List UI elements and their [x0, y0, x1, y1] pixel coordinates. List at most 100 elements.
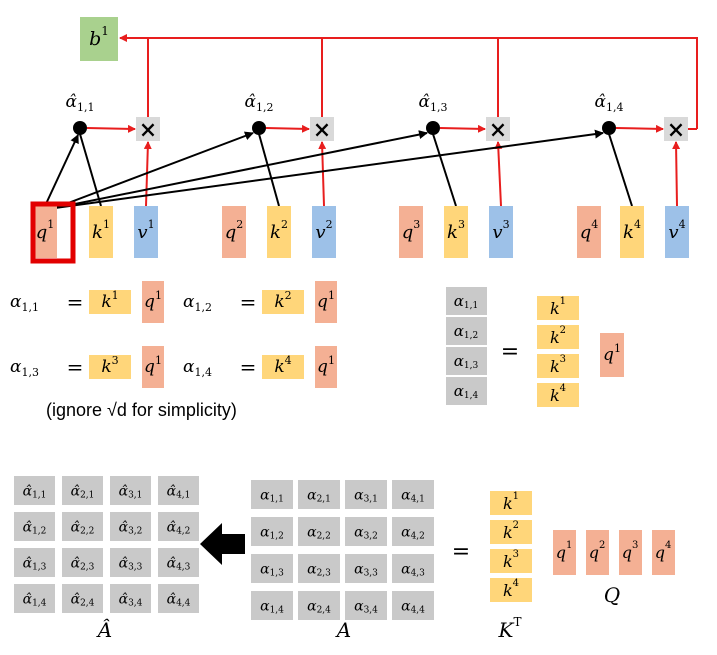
ahat-cell-1-3: [110, 476, 151, 505]
vector-alpha-label-3: α1,3: [454, 352, 479, 371]
score-to-multiply-3: [439, 124, 486, 133]
key-box-2: [267, 206, 291, 258]
matrix-equals: =: [452, 540, 470, 565]
value-box-3: [489, 206, 513, 258]
a-cell-1-1: [251, 480, 293, 509]
q-label-1: q1: [556, 540, 573, 562]
vector-alpha-cell-3: [446, 347, 487, 375]
ahat-label-2-3: α̂3,2: [119, 520, 143, 537]
equation-key-label-1: k1: [101, 289, 118, 313]
ahat-label-2-4: α̂4,2: [167, 520, 191, 537]
vector-alpha-cell-4: [446, 377, 487, 405]
a-cell-3-1: [251, 554, 293, 583]
vector-query-box: [600, 333, 624, 377]
ahat-cell-1-1: [14, 476, 55, 505]
vector-alpha-label-4: α1,4: [454, 382, 479, 401]
query-to-score-3: [54, 130, 428, 209]
q-label-2: q2: [589, 540, 606, 562]
query-to-score-1: [44, 134, 79, 207]
key-label-3: k3: [447, 218, 465, 243]
key-to-score-1: [79, 133, 102, 207]
vector-alpha-label-1: α1,1: [454, 292, 478, 311]
vector-key-cell-4: [537, 383, 579, 407]
equation-query-box-2: [315, 281, 337, 323]
equation-query-label-3: q1: [144, 354, 162, 378]
vector-alpha-cell-1: [446, 287, 487, 315]
ahat-cell-3-3: [110, 548, 151, 577]
equation-query-label-4: q1: [317, 354, 335, 378]
vector-key-cell-2: [537, 325, 579, 349]
value-label-1: v1: [137, 218, 154, 243]
key-to-score-4: [608, 133, 633, 207]
ahat-label-4-3: α̂3,4: [119, 592, 143, 609]
score-to-multiply-2: [265, 124, 310, 133]
attention-score-dot-2: [252, 121, 266, 135]
multiply-box-2: [310, 117, 334, 141]
attention-score-dot-3: [426, 121, 440, 135]
q-cell-2: [586, 530, 609, 575]
multiply-box-1: [136, 117, 160, 141]
equation-lhs-4: α1,4: [183, 357, 212, 379]
vector-equals: =: [501, 340, 519, 365]
a-label-2-1: α1,2: [260, 525, 284, 542]
a-label-2-3: α3,2: [354, 525, 378, 542]
ahat-cell-2-4: [158, 512, 199, 541]
a-cell-2-1: [251, 517, 293, 546]
ahat-cell-2-3: [110, 512, 151, 541]
equation-key-box-3: [89, 355, 131, 379]
a-label-4-4: α4,4: [401, 599, 425, 616]
a-cell-4-4: [392, 591, 434, 620]
a-cell-2-2: [298, 517, 340, 546]
a-cell-2-3: [345, 517, 387, 546]
ahat-label-1-3: α̂3,1: [119, 484, 143, 501]
query-label-3: q3: [402, 218, 421, 243]
kt-cell-1: [490, 491, 532, 515]
query-box-2: [222, 206, 246, 258]
ahat-label-1-4: α̂4,1: [167, 484, 191, 501]
vector-key-label-3: k3: [550, 354, 566, 376]
ahat-cell-3-4: [158, 548, 199, 577]
key-label-4: k4: [623, 218, 641, 243]
a-cell-3-3: [345, 554, 387, 583]
a-cell-2-4: [392, 517, 434, 546]
value-to-multiply-3: [494, 141, 503, 207]
ahat-matrix-title: Â: [96, 618, 112, 642]
value-label-3: v3: [492, 218, 509, 243]
vector-alpha-label-2: α1,2: [454, 322, 478, 341]
ahat-label-1-2: α̂2,1: [71, 484, 95, 501]
q-cell-3: [619, 530, 642, 575]
kt-label-1: k1: [503, 491, 519, 513]
equation-key-box-1: [89, 290, 131, 314]
ahat-label-1-1: α̂1,1: [23, 484, 47, 501]
ahat-cell-3-2: [62, 548, 103, 577]
a-label-1-2: α2,1: [307, 488, 331, 505]
value-label-4: v4: [668, 218, 685, 243]
a-label-3-4: α4,3: [401, 562, 425, 579]
equation-lhs-2: α1,2: [183, 292, 212, 314]
multiply-icon-3: ×: [489, 117, 507, 143]
kt-cell-3: [490, 549, 532, 573]
output-bus-arrow: [119, 34, 698, 129]
a-cell-1-2: [298, 480, 340, 509]
ahat-cell-4-1: [14, 584, 55, 613]
output-label: b1: [89, 24, 109, 50]
score-to-multiply-4: [615, 124, 664, 133]
softmax-arrow-icon: [200, 523, 245, 565]
attention-score-label-2: α̂1,2: [245, 92, 274, 114]
equation-equals-3: =: [67, 355, 84, 379]
a-cell-3-4: [392, 554, 434, 583]
q-label-4: q4: [655, 540, 672, 562]
a-cell-4-1: [251, 591, 293, 620]
kt-cell-4: [490, 578, 532, 602]
multiply-icon-1: ×: [139, 117, 157, 143]
ahat-label-3-1: α̂1,3: [23, 556, 47, 573]
simplicity-note: (ignore √d for simplicity): [46, 400, 237, 420]
value-box-4: [665, 206, 689, 258]
value-to-multiply-2: [318, 141, 327, 207]
vector-key-label-1: k1: [550, 296, 566, 318]
a-label-2-4: α4,2: [401, 525, 425, 542]
score-to-multiply-1: [86, 124, 136, 133]
query-box-1: [33, 206, 57, 258]
a-label-1-4: α4,1: [401, 488, 425, 505]
multiply-box-3: [486, 117, 510, 141]
